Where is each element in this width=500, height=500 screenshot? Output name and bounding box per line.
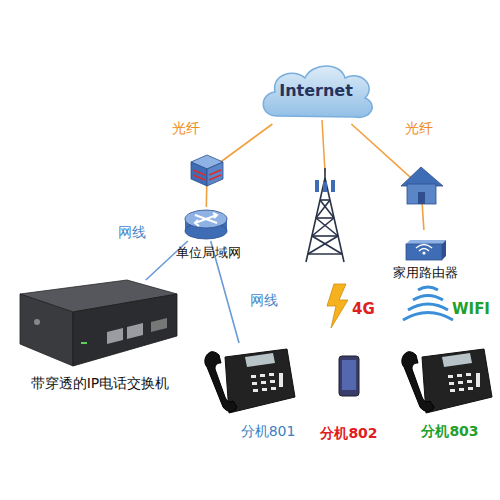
edge-label: 网线 (118, 224, 146, 241)
node-label: 带穿透的IP电话交换机 (15, 375, 185, 392)
edge-label: 光纤 (172, 120, 200, 137)
node-label: 分机801 (223, 423, 313, 440)
cable-line (351, 124, 424, 230)
phone-node: 分机801 (203, 343, 295, 415)
router-node: 单位局域网 (183, 207, 229, 241)
mobile-node: 分机802 (338, 355, 360, 397)
phone-node: 分机803 (400, 343, 492, 415)
cloud-node: Internet (255, 60, 377, 124)
desk-phone (400, 343, 492, 415)
mobile-phone (338, 355, 360, 397)
node-label: Internet (255, 81, 377, 100)
tower-antenna (315, 180, 335, 192)
home-router-icon (404, 230, 446, 262)
firewall-icon (191, 155, 223, 186)
node-label: 家用路由器 (384, 265, 466, 281)
house-icon (401, 167, 443, 204)
cable-line (206, 124, 272, 207)
home-router-node: 家用路由器 (404, 230, 446, 262)
edge-label: 光纤 (405, 120, 433, 137)
desk-phone (203, 343, 295, 415)
edge-label: 网线 (250, 292, 278, 309)
lightning-bolt (327, 284, 348, 328)
node-label: 分机802 (308, 425, 390, 442)
network-label: 4G (352, 300, 375, 318)
wifi-waves (403, 287, 453, 320)
lan-router-icon (183, 207, 229, 241)
pbx-node: 带穿透的IP电话交换机 (15, 280, 180, 370)
fiber-line (322, 120, 325, 172)
network-label: WIFI (452, 300, 490, 318)
cell-tower (306, 168, 344, 262)
ip-pbx-device (15, 280, 180, 370)
node-label: 单位局域网 (143, 245, 273, 261)
node-label: 分机803 (405, 423, 495, 440)
